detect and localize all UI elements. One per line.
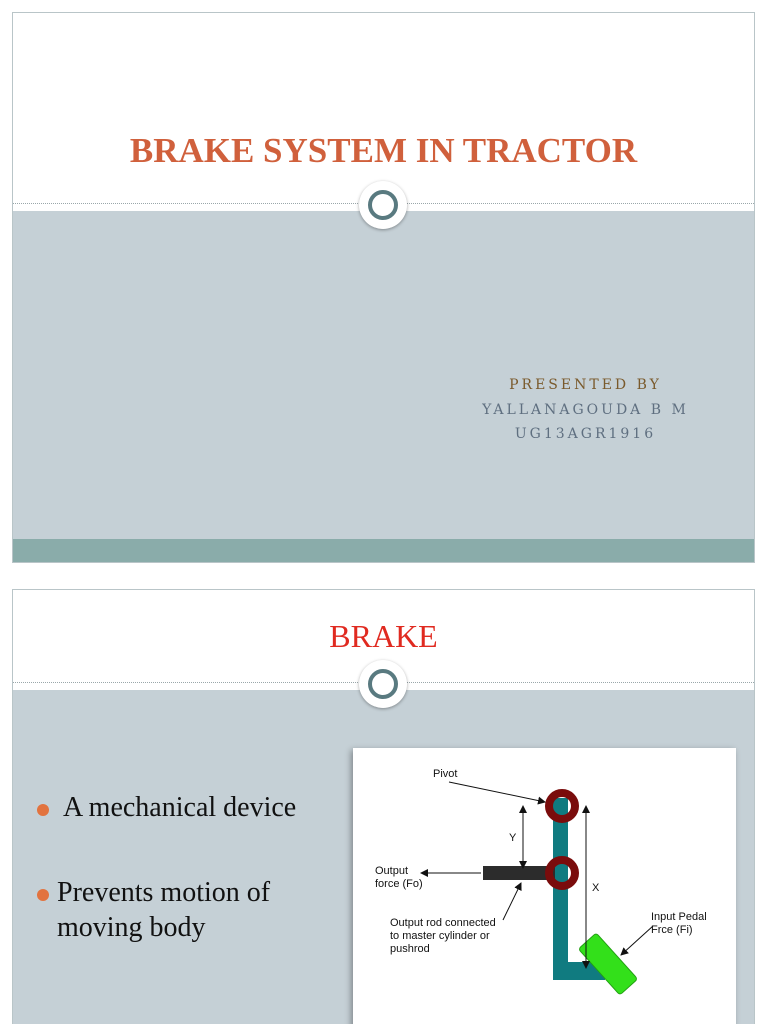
- pedal-pad: [579, 933, 637, 995]
- bullet-text: A mechanical device: [63, 792, 297, 823]
- input-pedal-label: Input Pedal: [651, 911, 707, 923]
- title-slide: BRAKE SYSTEM IN TRACTOR PRESENTED BY YAL…: [12, 12, 755, 563]
- pivot-icon: [545, 789, 579, 823]
- pivot-label: Pivot: [433, 768, 457, 780]
- lever-foot: [553, 962, 605, 980]
- joint-icon: [545, 856, 579, 890]
- output-rod-label: Output rod connected: [390, 917, 496, 929]
- lever-diagram-svg: Pivot Y X Output force (Fo) Output rod c…: [375, 768, 707, 995]
- bullet-item: A mechanical device: [37, 790, 347, 825]
- presenter-name: YALLANAGOUDA B M: [482, 402, 689, 418]
- output-rod-label: pushrod: [390, 943, 430, 955]
- output-rod: [483, 866, 555, 880]
- footer-bar: [13, 539, 754, 562]
- presented-by-label: PRESENTED BY: [509, 377, 662, 393]
- slide-title: BRAKE: [329, 618, 438, 654]
- title-area: BRAKE SYSTEM IN TRACTOR: [13, 13, 754, 205]
- circle-ornament-icon: [359, 181, 407, 229]
- bullet-dot-icon: [37, 889, 49, 901]
- output-rod-label: to master cylinder or: [390, 930, 490, 942]
- brake-slide: BRAKE A mechanical device Prevents motio…: [12, 589, 755, 1024]
- bullet-item: Prevents motion of moving body: [37, 875, 337, 945]
- slide-body: [13, 211, 754, 539]
- y-label: Y: [509, 832, 517, 844]
- bullet-text: Prevents motion of moving body: [57, 877, 271, 943]
- output-force-label: Output: [375, 865, 408, 877]
- x-label: X: [592, 882, 600, 894]
- presenter-id: UG13AGR1916: [514, 426, 657, 442]
- output-force-label: force (Fo): [375, 878, 423, 890]
- input-pedal-label: Frce (Fi): [651, 924, 693, 936]
- brake-pedal-diagram: Pivot Y X Output force (Fo) Output rod c…: [353, 748, 736, 1024]
- presentation-title: BRAKE SYSTEM IN TRACTOR: [129, 131, 638, 170]
- bullet-dot-icon: [37, 804, 49, 816]
- circle-ornament-icon: [359, 660, 407, 708]
